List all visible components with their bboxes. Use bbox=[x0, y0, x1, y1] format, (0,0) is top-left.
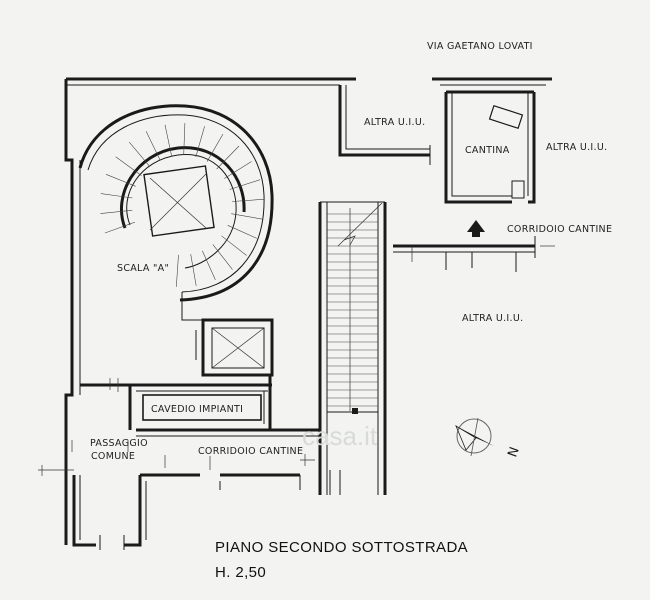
cavedio-walls bbox=[80, 375, 272, 430]
bottom-corridor-walls bbox=[38, 246, 413, 550]
top-wall bbox=[66, 77, 552, 86]
spiral-tread bbox=[105, 174, 136, 187]
label-cavedio-impianti: CAVEDIO IMPIANTI bbox=[151, 404, 243, 415]
spiral-tread bbox=[164, 124, 172, 157]
spiral-tread bbox=[176, 254, 179, 287]
north-compass bbox=[455, 417, 494, 457]
stair-post bbox=[352, 408, 358, 414]
spiral-tread bbox=[195, 126, 205, 157]
spiral-staircase bbox=[78, 104, 274, 321]
cantina-room bbox=[444, 90, 536, 204]
label-corridoio-cantine-bottom: CORRIDOIO CANTINE bbox=[198, 446, 303, 457]
stair-core bbox=[143, 165, 215, 237]
spiral-tread bbox=[227, 225, 258, 239]
altra-uiu-top-walls bbox=[338, 85, 431, 165]
label-corridoio-cantine-right: CORRIDOIO CANTINE bbox=[507, 224, 612, 235]
spiral-tread bbox=[231, 213, 263, 220]
label-scala-a: SCALA "A" bbox=[117, 263, 169, 274]
spiral-tread bbox=[115, 156, 142, 176]
cavedio-box bbox=[142, 394, 262, 421]
elevator-shaft bbox=[195, 318, 274, 377]
spiral-tread bbox=[221, 235, 247, 256]
spiral-tread bbox=[104, 221, 136, 234]
spiral-tread bbox=[212, 244, 233, 270]
spiral-tread bbox=[100, 193, 133, 199]
floor-height: H. 2,50 bbox=[215, 564, 266, 581]
spiral-tread bbox=[229, 179, 261, 190]
corridor-right-walls bbox=[393, 236, 555, 272]
label-altra-uiu-mid: ALTRA U.I.U. bbox=[462, 313, 523, 324]
spiral-tread bbox=[216, 145, 240, 170]
elevator-car bbox=[211, 327, 265, 369]
label-altra-uiu-top: ALTRA U.I.U. bbox=[364, 117, 425, 128]
straight-stair bbox=[318, 201, 387, 495]
cantina-door-jamb bbox=[511, 180, 525, 199]
spiral-tread bbox=[183, 122, 186, 156]
label-passaggio: PASSAGGIO bbox=[90, 438, 148, 449]
spiral-tread bbox=[129, 142, 151, 167]
compass-north-label: N bbox=[505, 445, 522, 459]
cantina-fixture bbox=[488, 104, 524, 130]
watermark: casa.it bbox=[302, 421, 378, 451]
label-cantina: CANTINA bbox=[465, 145, 510, 156]
spiral-tread bbox=[190, 254, 197, 286]
street-label: VIA GAETANO LOVATI bbox=[427, 41, 533, 52]
spiral-tread bbox=[231, 199, 264, 202]
label-comune: COMUNE bbox=[91, 451, 135, 462]
label-altra-uiu-right: ALTRA U.I.U. bbox=[546, 142, 607, 153]
entry-arrow-icon bbox=[467, 220, 485, 237]
spiral-tread bbox=[224, 161, 252, 179]
spiral-tread bbox=[202, 250, 216, 281]
spiral-tread bbox=[145, 131, 161, 161]
spiral-tread bbox=[100, 209, 133, 214]
left-wall bbox=[64, 79, 96, 547]
spiral-tread bbox=[206, 133, 224, 162]
floor-title: PIANO SECONDO SOTTOSTRADA bbox=[215, 539, 468, 556]
